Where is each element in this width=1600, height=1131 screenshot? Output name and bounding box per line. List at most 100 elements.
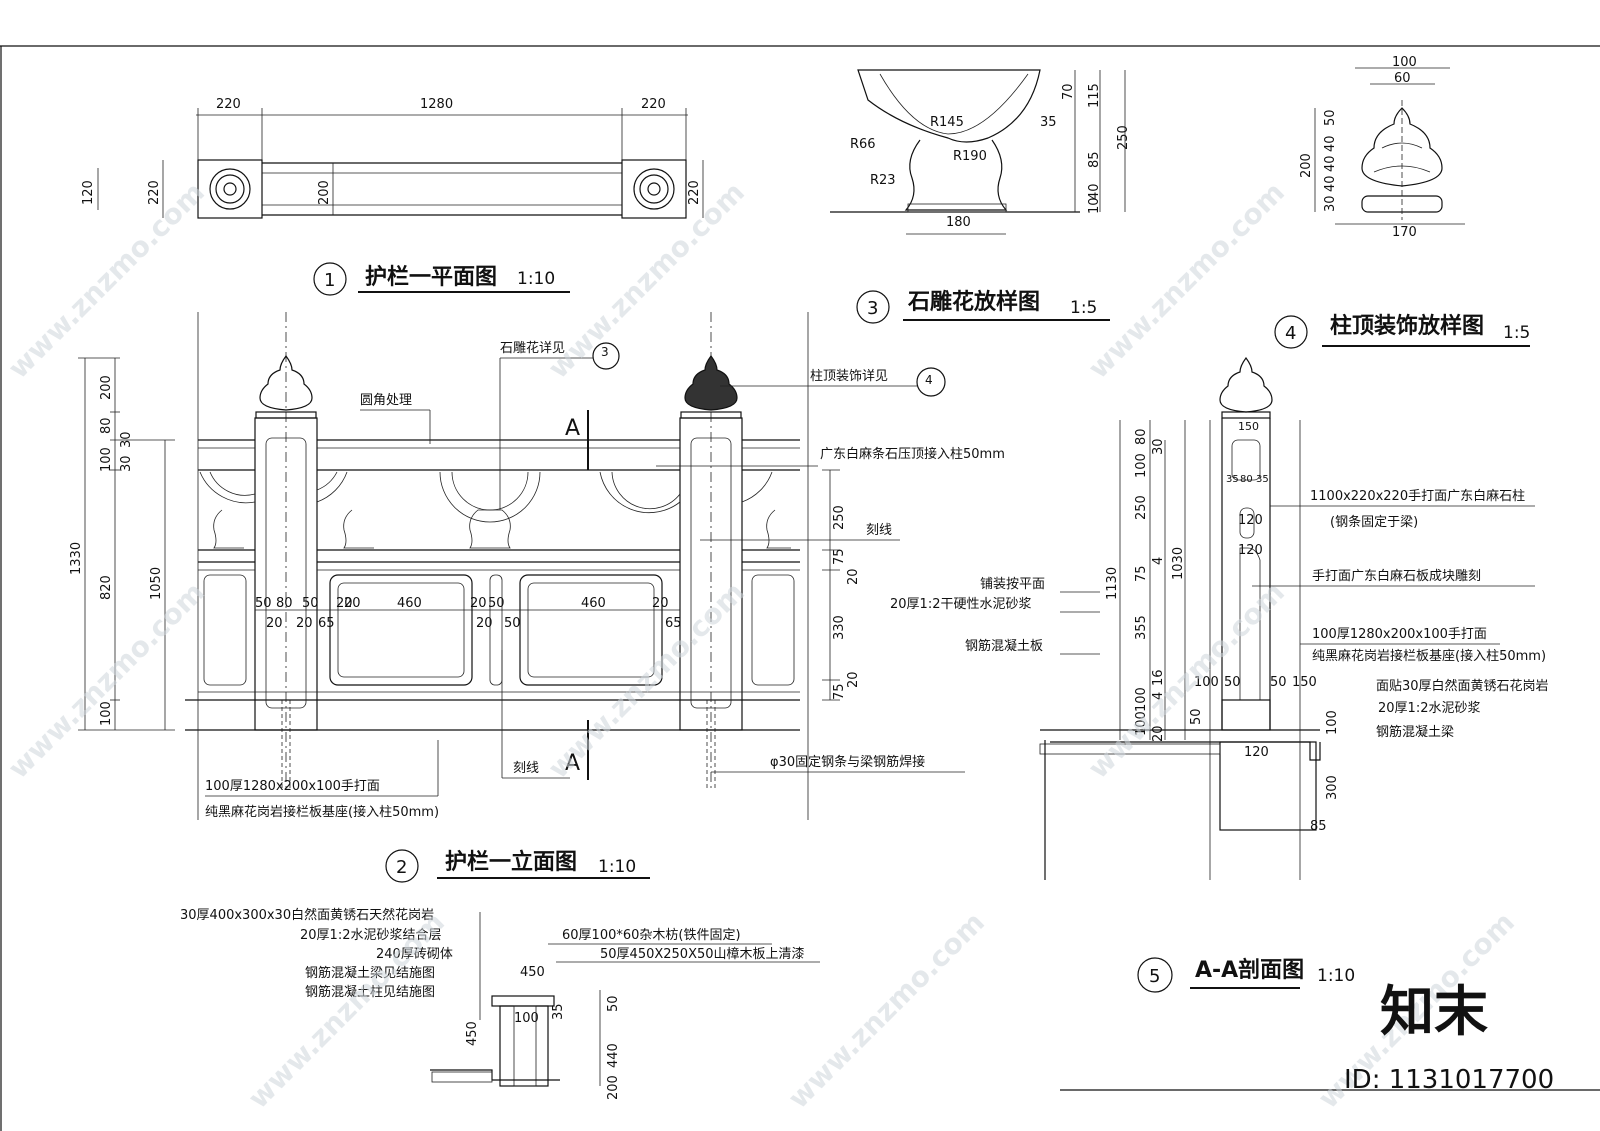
panel-dim-15: 65	[665, 616, 682, 631]
sec-inner-dim-1: 35	[1226, 474, 1239, 485]
sec-inner-dim-12: 100	[1325, 710, 1340, 735]
bench-dim-0: 450	[520, 965, 545, 980]
elev-right-dim-2: 20	[846, 568, 861, 585]
sec-inner-dim-6: 100	[1194, 675, 1219, 690]
section-mark-top: A	[565, 416, 580, 441]
view-title-text-3: 石雕花放样图	[907, 289, 1040, 315]
view-scale-5: 1:10	[1317, 966, 1355, 986]
panel-dim-13: 460	[581, 596, 606, 611]
plan-dim-top-0: 220	[216, 97, 241, 112]
elev-total-dim-0: 1330	[69, 542, 84, 575]
bench-note-4: 钢筋混凝土柱见结施图	[305, 984, 435, 1000]
elev-right-dim-0: 250	[832, 505, 847, 530]
elev-right-dim-1: 75	[832, 548, 847, 565]
sec-note-beam: 钢筋混凝土梁	[1376, 724, 1454, 740]
bench-note-2: 240厚砖砌体	[376, 947, 453, 962]
bench-dim-3: 100	[514, 1011, 539, 1026]
sec-inner-dim-5: 120	[1238, 543, 1263, 558]
elev-right-dim-5: 75	[832, 683, 847, 700]
sec-note-mortar1: 20厚1:2干硬性水泥砂浆	[890, 597, 1031, 612]
elev-left-dim-5: 820	[99, 575, 114, 600]
sec-note-base2: 纯黑麻花岗岩接栏板基座(接入柱50mm)	[1312, 648, 1546, 664]
panel-dim-1: 80	[276, 596, 293, 611]
elev-left-dim-4: 30	[119, 455, 134, 472]
sec-inner-dim-4: 120	[1238, 513, 1263, 528]
sec-total-dim-0: 1130	[1105, 567, 1120, 600]
sec-inner-dim-2: 80	[1240, 474, 1253, 485]
watermark-brand: 知末	[1380, 980, 1488, 1043]
panel-dim-14: 20	[652, 596, 669, 611]
sec-inner-dim-13: 300	[1325, 775, 1340, 800]
carving-radius-3: R23	[870, 173, 896, 188]
view-title-3: 3 石雕花放样图 1:5	[856, 289, 1110, 324]
carving-dim-2: 250	[1116, 125, 1131, 150]
bench-note-0: 30厚400x300x30白然面黄锈石天然花岗岩	[180, 907, 434, 923]
carving-dim-1: 115	[1087, 83, 1102, 108]
cap-dim-1: 60	[1394, 71, 1411, 86]
cap-dim-3: 40	[1323, 135, 1338, 152]
cap-dim-0: 100	[1392, 55, 1417, 70]
sec-note-panel: 手打面广东白麻石板成块雕刻	[1312, 568, 1481, 584]
view-title-2: 2 护栏一立面图 1:10	[385, 849, 650, 883]
bench-wood-0: 60厚100*60杂木枋(铁件固定)	[562, 927, 741, 943]
sec-inner-dim-10: 120	[1244, 745, 1269, 760]
bench-dim-1: 50	[606, 995, 621, 1012]
view-title-text-2: 护栏一立面图	[445, 849, 577, 875]
sec-left-dim-3: 250	[1134, 495, 1149, 520]
note-top: 柱顶装饰详见	[810, 369, 888, 384]
sec-note-slab: 钢筋混凝土板	[965, 638, 1043, 654]
view-scale-3: 1:5	[1070, 298, 1097, 318]
plan-dim-side-3: 220	[687, 180, 702, 205]
plan-dim-top-2: 220	[641, 97, 666, 112]
note-line1: 刻线	[866, 523, 892, 538]
cap-dim-4: 40	[1323, 155, 1338, 172]
bench-dim-6: 200	[606, 1075, 621, 1100]
panel-dim-9: 20	[470, 596, 487, 611]
sec-note-mortar2: 20厚1:2水泥砂浆	[1378, 701, 1480, 716]
carving-view: R145 R66 R190 R23 70 115 250 35 85 40 10…	[830, 69, 1131, 235]
bench-dim-2: 450	[465, 1021, 480, 1046]
panel-dim-11: 50	[504, 616, 521, 631]
sec-left-dim-6: 355	[1134, 615, 1149, 640]
view-number-5: 5	[1149, 966, 1160, 987]
sec-left-dim-10: 100	[1134, 711, 1149, 736]
carving-dim-6: 10	[1087, 197, 1102, 214]
carving-radius-0: R145	[930, 115, 964, 130]
note-line2: 刻线	[513, 761, 539, 776]
view-title-text-4: 柱顶装饰放样图	[1330, 313, 1484, 339]
cap-dim-6: 30	[1323, 195, 1338, 212]
sec-inner-dim-8: 50	[1270, 675, 1287, 690]
sec-inner-dim-11: 50	[1189, 708, 1204, 725]
cap-dim-8: 170	[1392, 225, 1417, 240]
note-rebar: φ30固定钢条与梁钢筋焊接	[770, 754, 925, 770]
view-number-1: 1	[324, 270, 335, 291]
carving-radius-1: R66	[850, 137, 876, 152]
plan-dim-side-0: 120	[81, 180, 96, 205]
sec-left-dim-7: 16	[1151, 669, 1166, 686]
sec-left-dim-8: 100	[1134, 687, 1149, 712]
sec-note-pave: 铺装按平面	[980, 577, 1045, 592]
note-carving: 石雕花详见	[500, 340, 565, 356]
elev-left-dim-0: 200	[99, 375, 114, 400]
note-rail: 广东白麻条石压顶接入柱50mm	[820, 446, 1005, 462]
cap-dim-7: 200	[1299, 153, 1314, 178]
sec-inner-dim-7: 50	[1224, 675, 1241, 690]
carving-radius-2: R190	[953, 149, 987, 164]
plan-dim-top-1: 1280	[420, 97, 453, 112]
view-number-3: 3	[867, 298, 878, 319]
panel-dim-3: 20	[266, 616, 283, 631]
sec-left-dim-9: 4	[1151, 692, 1166, 700]
carving-dim-0: 70	[1061, 83, 1076, 100]
note-base1: 100厚1280x200x100手打面	[205, 779, 380, 794]
view-title-text-1: 护栏一平面图	[365, 264, 497, 290]
panel-dim-8: 460	[397, 596, 422, 611]
sec-note-base1: 100厚1280x200x100手打面	[1312, 627, 1487, 642]
panel-dim-12: 20	[476, 616, 493, 631]
elev-left-dim-2: 30	[119, 431, 134, 448]
note-carving-ref: 3	[601, 345, 609, 359]
view-title-5: 5 A-A剖面图 1:10	[1137, 957, 1355, 993]
panel-dim-5: 20	[336, 596, 353, 611]
view-scale-2: 1:10	[598, 857, 636, 877]
bench-dim-4: 35	[551, 1003, 566, 1020]
